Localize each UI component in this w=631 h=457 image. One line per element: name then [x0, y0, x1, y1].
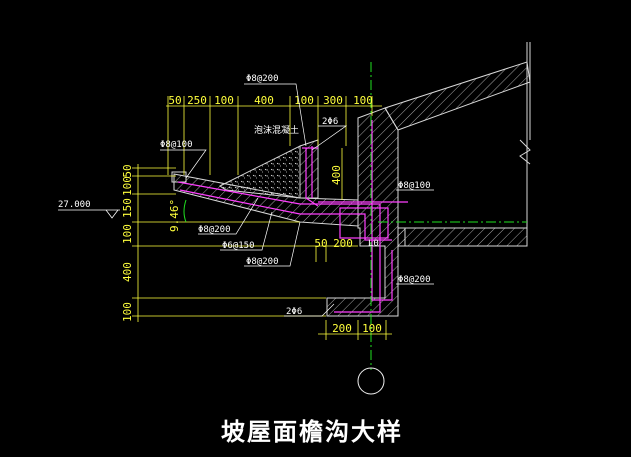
- eave-rebar-label: Φ8@100: [160, 140, 193, 150]
- left-dim-3: 150: [121, 198, 134, 218]
- slope-arc: [183, 199, 187, 223]
- parapet-rebar-label: 2Φ6: [322, 117, 338, 127]
- fill-label: 泡沫混凝土: [254, 124, 299, 136]
- bottom-pair-label: 2Φ6: [286, 307, 302, 317]
- slab-rebar-label: Φ8@200: [198, 225, 231, 235]
- left-dim-4: 100: [121, 224, 134, 244]
- floor-slab: [397, 227, 528, 247]
- left-dim-6: 100: [121, 302, 134, 322]
- lower-right-rebar-label: Φ8@200: [398, 275, 431, 285]
- beam-bottom-dim: 50: [314, 237, 327, 250]
- elevation-mark: [58, 209, 120, 219]
- grid-axis: [357, 62, 527, 395]
- top-dim-5: 100: [294, 94, 314, 107]
- leader-lines: [160, 83, 434, 317]
- top-dim-6: 300: [323, 94, 343, 107]
- beam-width-dim: 200: [333, 237, 353, 250]
- top-rebar-label: Φ8@200: [246, 74, 279, 84]
- parapet-height: 400: [330, 165, 343, 185]
- left-dim-1: 50: [121, 164, 134, 177]
- top-dim-4: 400: [254, 94, 274, 107]
- top-dim-2: 250: [187, 94, 207, 107]
- top-dim-3: 100: [214, 94, 234, 107]
- left-dim-5: 400: [121, 262, 134, 282]
- drawing-title: 坡屋面檐沟大样: [221, 417, 403, 446]
- top-dim-7: 100: [353, 94, 373, 107]
- bottom-dim-2: 100: [362, 322, 382, 335]
- right-wall: [519, 42, 531, 240]
- right-rebar-label: Φ8@100: [398, 181, 431, 191]
- bottom-rebar-label: Φ8@200: [246, 257, 279, 267]
- sloped-eave-slab: [171, 171, 359, 227]
- top-dimension-line: [166, 96, 382, 175]
- bottom-dim-1: 200: [332, 322, 352, 335]
- top-dim-1: 50: [168, 94, 181, 107]
- inner-dimension-lines: [315, 148, 392, 340]
- slope-label: 9.46°: [168, 199, 181, 232]
- elevation-label: 27.000: [58, 200, 91, 210]
- stirrup-label: Φ6@150: [222, 241, 255, 251]
- gutter-parapet: [299, 139, 319, 199]
- gutter-label: L0: [368, 239, 379, 249]
- eave-beam: [326, 107, 406, 317]
- roof-slab: [384, 61, 531, 131]
- left-dimension-line: [132, 164, 358, 322]
- left-dim-2: 100: [121, 176, 134, 196]
- rebar: [177, 120, 408, 313]
